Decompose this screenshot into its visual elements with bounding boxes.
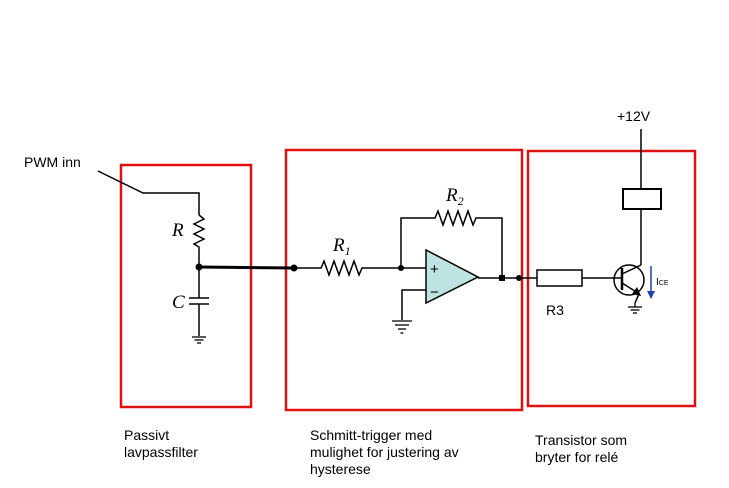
pwm-input-label: PWM inn xyxy=(24,154,81,170)
lowpass-filter-box xyxy=(119,163,253,409)
filter-output-wire xyxy=(198,265,295,270)
capacitor-c xyxy=(189,267,209,336)
resistor-r2-label: R2 xyxy=(445,185,464,208)
relay-coil xyxy=(622,188,662,210)
supply-label: +12V xyxy=(617,108,651,124)
capacitor-c-label: C xyxy=(172,292,185,313)
capacitor-ground-icon xyxy=(192,336,206,344)
schmitt-trigger-box xyxy=(284,148,524,412)
opamp-triangle xyxy=(425,248,480,305)
schmitt-trigger-caption: Schmitt-trigger med mulighet for justeri… xyxy=(310,427,459,477)
npn-transistor-icon xyxy=(612,264,645,304)
current-label: ICE xyxy=(656,277,669,288)
resistor-r xyxy=(192,214,206,267)
transistor-switch-caption: Transistor som bryter for relé xyxy=(535,432,628,465)
lowpass-filter-caption: Passivt lavpassfilter xyxy=(124,427,198,460)
opamp-plus-sign: + xyxy=(430,261,439,278)
resistor-r2 xyxy=(400,208,503,278)
resistor-r1 xyxy=(294,258,400,278)
opamp-output-node xyxy=(499,275,505,281)
resistor-r3-label: R3 xyxy=(546,302,564,318)
resistor-r-label: R xyxy=(171,220,184,241)
pwm-input-wire xyxy=(97,170,200,215)
current-arrow-icon xyxy=(647,266,655,299)
opamp-ground-icon xyxy=(392,320,412,334)
opamp-minus-ground-wire xyxy=(401,289,426,320)
transistor-input-node xyxy=(516,275,522,281)
resistor-r3 xyxy=(536,269,583,287)
resistor-r1-label: R1 xyxy=(332,235,351,258)
opamp-minus-sign: − xyxy=(430,284,439,301)
transistor-ground-icon xyxy=(628,303,642,314)
